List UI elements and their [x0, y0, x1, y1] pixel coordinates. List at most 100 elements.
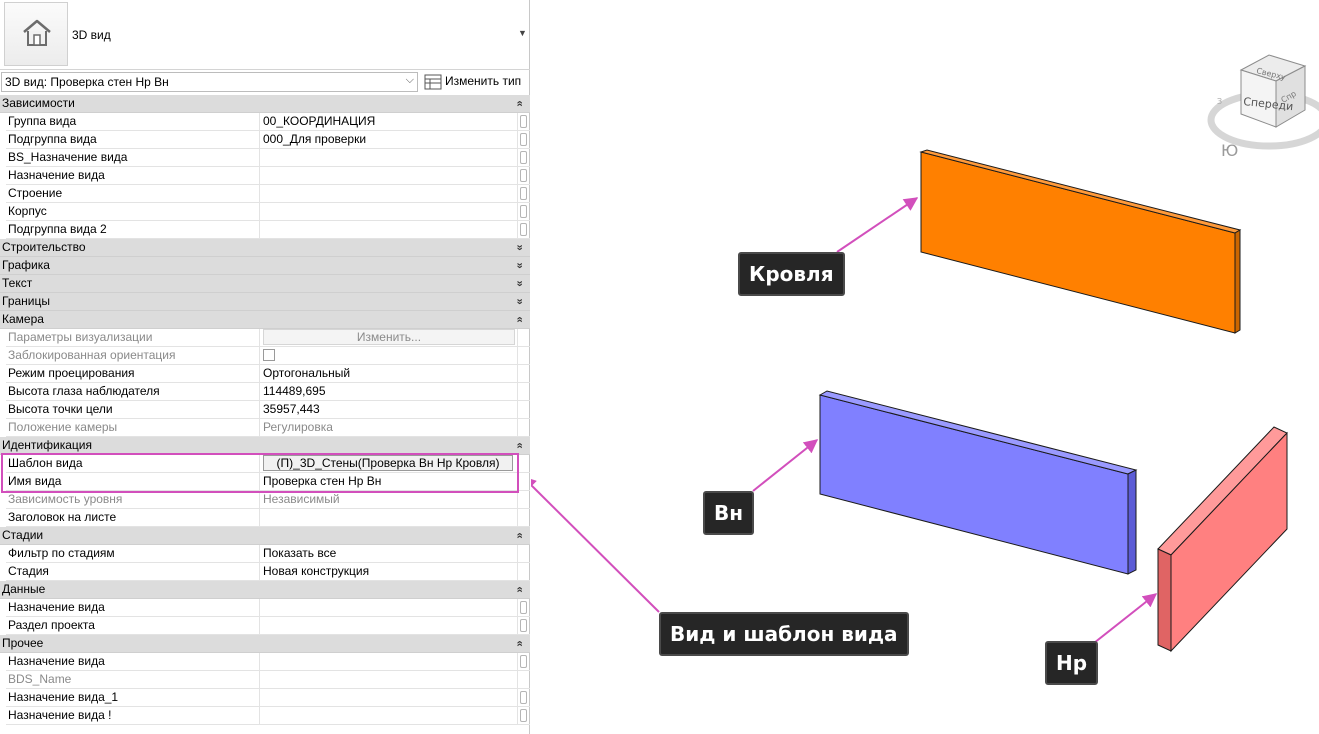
- property-group-header[interactable]: Текст»: [0, 275, 530, 293]
- property-group-title: Прочее: [2, 636, 44, 650]
- viewcube-compass-west[interactable]: З: [1217, 97, 1222, 106]
- checkbox[interactable]: [263, 348, 275, 361]
- property-value[interactable]: 000_Для проверки: [259, 131, 517, 149]
- property-label: Имя вида: [6, 473, 259, 491]
- instance-filter-select[interactable]: 3D вид: Проверка стен Нр Вн ⌵: [1, 72, 418, 92]
- type-dropdown-arrow-icon[interactable]: ▼: [518, 28, 527, 38]
- wall-roof-side[interactable]: [1234, 229, 1241, 334]
- property-side-cell[interactable]: [517, 113, 530, 131]
- collapse-chevron-icon[interactable]: «: [513, 100, 526, 107]
- property-side-cell: [517, 347, 530, 365]
- expand-chevron-icon[interactable]: »: [513, 280, 526, 287]
- 3d-view-canvas[interactable]: Спереди Сверху Спр Ю З Кровл: [531, 0, 1319, 734]
- collapse-chevron-icon[interactable]: «: [513, 586, 526, 593]
- associate-parameter-icon[interactable]: [520, 187, 527, 200]
- property-label: Высота глаза наблюдателя: [6, 383, 259, 401]
- type-selector-header[interactable]: 3D вид ▼: [0, 0, 530, 70]
- associate-parameter-icon[interactable]: [520, 115, 527, 128]
- property-group-header[interactable]: Прочее «: [0, 635, 530, 653]
- property-value: Независимый: [259, 491, 517, 509]
- property-value[interactable]: [259, 599, 517, 617]
- property-side-cell[interactable]: [517, 707, 530, 725]
- edit-visualization-button[interactable]: Изменить...: [263, 329, 515, 345]
- edit-type-button[interactable]: Изменить тип: [421, 72, 527, 92]
- associate-parameter-icon[interactable]: [520, 205, 527, 218]
- wall-inner-side[interactable]: [1127, 469, 1137, 575]
- property-row: BS_Назначение вида: [0, 149, 530, 167]
- property-side-cell[interactable]: [517, 617, 530, 635]
- wall-roof-front[interactable]: [920, 151, 1236, 334]
- property-value[interactable]: [259, 509, 517, 527]
- property-value[interactable]: [259, 689, 517, 707]
- property-value[interactable]: [259, 203, 517, 221]
- expand-chevron-icon[interactable]: »: [513, 298, 526, 305]
- associate-parameter-icon[interactable]: [520, 691, 527, 704]
- property-value[interactable]: [259, 167, 517, 185]
- collapse-chevron-icon[interactable]: «: [513, 640, 526, 647]
- property-value[interactable]: [259, 185, 517, 203]
- associate-parameter-icon[interactable]: [520, 601, 527, 614]
- property-group-header[interactable]: Границы»: [0, 293, 530, 311]
- property-label: BDS_Name: [6, 671, 259, 689]
- property-side-cell[interactable]: [517, 599, 530, 617]
- viewcube-right-face[interactable]: [1275, 65, 1306, 128]
- wall-inner[interactable]: [818, 390, 1138, 575]
- property-value[interactable]: 114489,695: [259, 383, 517, 401]
- expand-chevron-icon[interactable]: »: [513, 262, 526, 269]
- property-value[interactable]: [259, 653, 517, 671]
- associate-parameter-icon[interactable]: [520, 169, 527, 182]
- property-value[interactable]: [259, 707, 517, 725]
- collapse-chevron-icon[interactable]: «: [513, 442, 526, 449]
- property-side-cell: [517, 545, 530, 563]
- viewcube-compass-south[interactable]: Ю: [1221, 141, 1238, 160]
- property-side-cell[interactable]: [517, 221, 530, 239]
- property-group-header[interactable]: Камера «: [0, 311, 530, 329]
- wall-outer-front[interactable]: [1170, 431, 1288, 653]
- associate-parameter-icon[interactable]: [520, 709, 527, 722]
- property-value[interactable]: [259, 221, 517, 239]
- property-value[interactable]: [259, 617, 517, 635]
- property-side-cell[interactable]: [517, 653, 530, 671]
- property-group-header[interactable]: Идентификация«: [0, 437, 530, 455]
- property-group-title: Камера: [2, 312, 44, 326]
- wall-outer[interactable]: [1157, 426, 1288, 653]
- property-value[interactable]: 35957,443: [259, 401, 517, 419]
- viewcube[interactable]: Спереди Сверху Спр Ю З: [1207, 54, 1319, 160]
- property-label: Заблокированная ориентация: [6, 347, 259, 365]
- property-side-cell[interactable]: [517, 149, 530, 167]
- property-group-header[interactable]: Графика»: [0, 257, 530, 275]
- property-side-cell[interactable]: [517, 203, 530, 221]
- property-side-cell[interactable]: [517, 689, 530, 707]
- property-group-header[interactable]: Стадии«: [0, 527, 530, 545]
- property-side-cell[interactable]: [517, 131, 530, 149]
- wall-outer-edge[interactable]: [1157, 548, 1172, 652]
- wall-roof[interactable]: [919, 149, 1242, 334]
- property-value[interactable]: Ортогональный: [259, 365, 517, 383]
- property-value[interactable]: 00_КООРДИНАЦИЯ: [259, 113, 517, 131]
- property-value[interactable]: (П)_3D_Стены(Проверка Вн Нр Кровля): [259, 455, 517, 473]
- associate-parameter-icon[interactable]: [520, 223, 527, 236]
- property-label: Строение: [6, 185, 259, 203]
- property-side-cell[interactable]: [517, 185, 530, 203]
- associate-parameter-icon[interactable]: [520, 655, 527, 668]
- property-value[interactable]: Проверка стен Нр Вн: [259, 473, 517, 491]
- associate-parameter-icon[interactable]: [520, 151, 527, 164]
- property-value[interactable]: Показать все: [259, 545, 517, 563]
- collapse-chevron-icon[interactable]: «: [513, 532, 526, 539]
- wall-inner-front[interactable]: [819, 394, 1129, 575]
- expand-chevron-icon[interactable]: »: [513, 244, 526, 251]
- property-group-header[interactable]: Зависимости«: [0, 95, 530, 113]
- collapse-chevron-icon[interactable]: «: [513, 316, 526, 323]
- associate-parameter-icon[interactable]: [520, 619, 527, 632]
- chevron-down-icon[interactable]: ⌵: [405, 74, 414, 86]
- property-value[interactable]: [259, 149, 517, 167]
- associate-parameter-icon[interactable]: [520, 133, 527, 146]
- property-label: Подгруппа вида 2: [6, 221, 259, 239]
- view-template-button[interactable]: (П)_3D_Стены(Проверка Вн Нр Кровля): [263, 455, 513, 471]
- property-group-header[interactable]: Строительство»: [0, 239, 530, 257]
- property-side-cell[interactable]: [517, 167, 530, 185]
- property-value: [259, 671, 517, 689]
- property-group-header[interactable]: Данные«: [0, 581, 530, 599]
- property-value[interactable]: Новая конструкция: [259, 563, 517, 581]
